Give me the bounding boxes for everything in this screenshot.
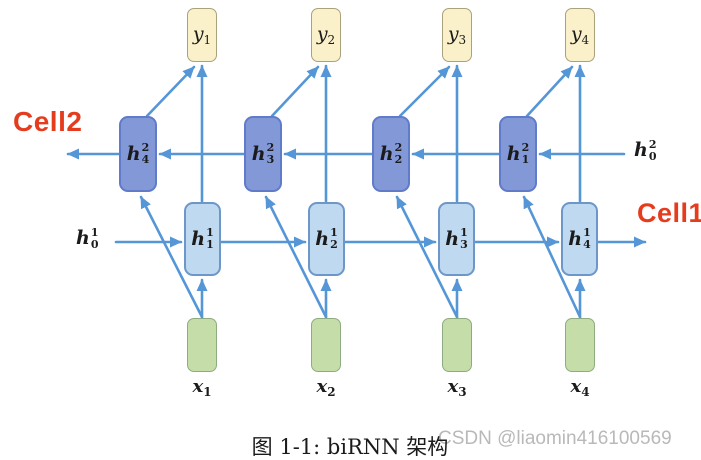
cell2-label: Cell2 xyxy=(13,106,83,137)
watermark: CSDN @liaomin416100569 xyxy=(438,428,672,449)
node-x2 xyxy=(311,318,341,372)
node-x2-label: x2 xyxy=(316,376,336,399)
node-y3: y3 xyxy=(442,8,472,62)
node-y2: y2 xyxy=(311,8,341,62)
arrow-x2-to-h2-3 xyxy=(264,195,328,319)
arrow-x3-to-h2-2 xyxy=(395,195,459,319)
arrow-x4-to-h2-1 xyxy=(522,195,582,319)
node-y3-label: y3 xyxy=(447,22,467,47)
node-y1: y1 xyxy=(187,8,217,62)
node-y1-label: y1 xyxy=(192,22,212,47)
arrow-h2-2-to-y3 xyxy=(398,65,451,118)
node-x3 xyxy=(442,318,472,372)
figure-caption: 图 1-1: biRNN 架构 xyxy=(251,435,449,459)
cell1-label: Cell1 xyxy=(637,198,701,228)
arrow-h2-4-to-y1 xyxy=(145,65,196,118)
node-y4-label: y4 xyxy=(570,22,590,47)
arrow-h2-1-to-y4 xyxy=(525,65,574,118)
node-x1-label: x1 xyxy=(192,376,212,399)
node-x4 xyxy=(565,318,595,372)
arrow-h2-3-to-y2 xyxy=(270,65,320,118)
node-x1 xyxy=(187,318,217,372)
arrow-x1-to-h2-4 xyxy=(139,195,204,319)
node-y2-label: y2 xyxy=(316,22,336,47)
node-y4: y4 xyxy=(565,8,595,62)
node-x4-label: x4 xyxy=(570,376,590,399)
node-x3-label: x3 xyxy=(447,376,467,399)
